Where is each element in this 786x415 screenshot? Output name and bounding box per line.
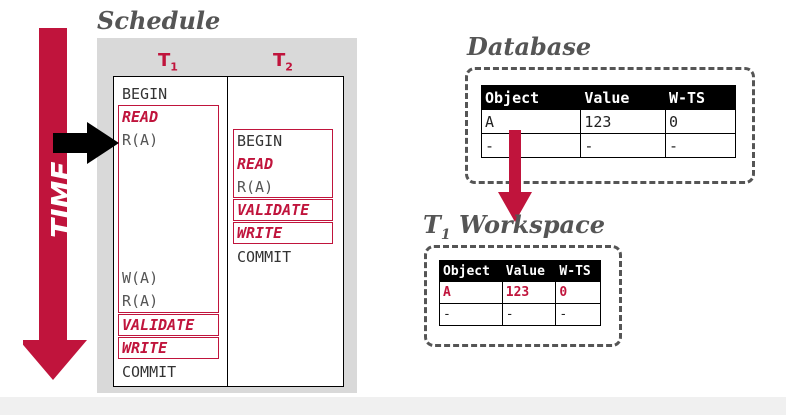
t1-op-commit: COMMIT [122, 363, 177, 381]
t2-column-header: T2 [273, 50, 293, 74]
workspace-table: Object Value W-TS A 123 0 - - - [439, 260, 601, 326]
database-title: Database [467, 32, 592, 61]
table-row: A 123 0 [439, 281, 601, 304]
t1-op-read-a-2: R(A) [122, 292, 159, 310]
db-col-object: Object [480, 85, 582, 110]
ws-col-object: Object [439, 260, 503, 282]
table-row: - - - [480, 133, 737, 158]
t2-op-write: WRITE [237, 224, 283, 242]
database-table: Object Value W-TS A 123 0 - - - [480, 85, 737, 158]
ws-col-wts: W-TS [555, 260, 601, 282]
current-step-arrow-icon [53, 122, 119, 164]
workspace-frame [424, 245, 622, 347]
ws-cell: - [439, 303, 503, 326]
time-arrow-icon [23, 28, 87, 380]
column-divider [227, 76, 228, 386]
db-cell: - [480, 133, 582, 158]
db-cell: A [480, 109, 582, 134]
schedule-title: Schedule [97, 6, 221, 35]
t2-op-validate: VALIDATE [237, 201, 310, 219]
t1-op-validate: VALIDATE [122, 316, 195, 334]
t2-op-read: READ [237, 155, 274, 173]
t2-op-read-a: R(A) [237, 178, 274, 196]
t1-op-write: WRITE [122, 339, 168, 357]
bottom-band [0, 397, 786, 415]
t2-op-begin: BEGIN [237, 132, 283, 150]
table-row: A 123 0 [480, 109, 737, 134]
table-row: - - - [439, 303, 601, 326]
database-header-row: Object Value W-TS [480, 85, 737, 110]
db-col-wts: W-TS [664, 85, 737, 110]
workspace-title: T1 Workspace [423, 210, 605, 243]
t1-column-header: T1 [158, 50, 178, 74]
ws-cell: A [439, 281, 503, 304]
t2-validate-box [233, 199, 333, 221]
copy-arrow-icon [498, 130, 532, 222]
t1-write-box [118, 337, 219, 359]
time-label: TIME [45, 161, 78, 238]
db-cell: - [580, 133, 666, 158]
db-col-value: Value [580, 85, 666, 110]
t2-read-phase-box [233, 129, 333, 198]
ws-cell: 123 [501, 281, 557, 304]
ws-col-value: Value [501, 260, 557, 282]
t1-op-read-a: R(A) [122, 131, 159, 149]
db-cell: 0 [664, 109, 737, 134]
t1-validate-box [118, 314, 219, 336]
db-cell: 123 [580, 109, 666, 134]
database-frame [465, 67, 755, 184]
ws-cell: - [555, 303, 601, 326]
ws-cell: - [501, 303, 557, 326]
t2-op-commit: COMMIT [237, 248, 292, 266]
t2-write-box [233, 222, 333, 244]
ws-cell: 0 [555, 281, 601, 304]
t1-op-write-a: W(A) [122, 269, 159, 287]
db-cell: - [664, 133, 737, 158]
t1-op-read: READ [122, 108, 159, 126]
t1-read-phase-box [118, 105, 219, 313]
workspace-header-row: Object Value W-TS [439, 260, 601, 282]
t1-op-begin: BEGIN [122, 85, 168, 103]
